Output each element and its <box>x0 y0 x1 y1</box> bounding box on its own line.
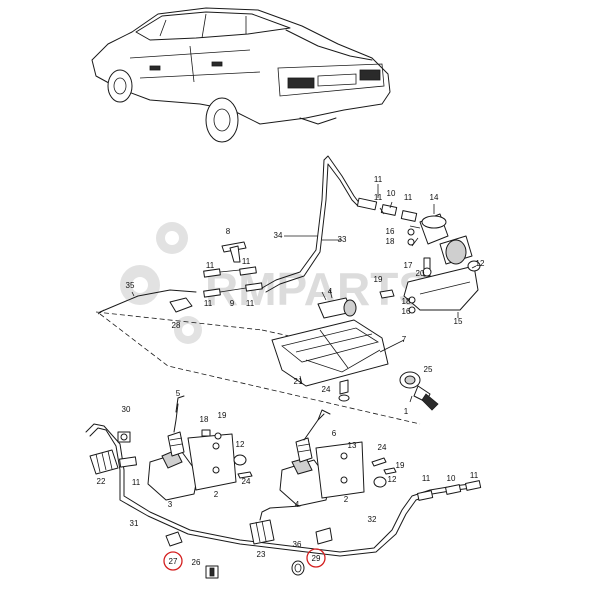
connector-group-9 <box>203 266 263 298</box>
label-16: 16 <box>386 227 395 236</box>
label-19: 19 <box>218 411 227 420</box>
leader-lines <box>131 184 477 403</box>
label-11: 11 <box>206 261 215 270</box>
label-29: 29 <box>312 554 321 563</box>
label-24: 24 <box>242 477 251 486</box>
rod-5 <box>175 395 185 413</box>
actuator-3 <box>147 403 199 501</box>
label-22: 22 <box>97 477 106 486</box>
t-piece-8 <box>221 241 247 263</box>
label-8: 8 <box>226 227 231 236</box>
label-25: 25 <box>424 365 433 374</box>
connector-chain-lower <box>417 480 482 501</box>
clamp-29 <box>315 527 333 545</box>
label-3: 3 <box>168 500 173 509</box>
label-14: 14 <box>430 193 439 202</box>
fasteners-lower-right <box>371 457 397 488</box>
bracket-15 <box>403 260 481 311</box>
label-35: 35 <box>126 281 135 290</box>
clip-26 <box>205 565 219 579</box>
label-6: 6 <box>332 429 337 438</box>
label-26: 26 <box>192 558 201 567</box>
plate-13 <box>315 441 365 499</box>
label-24: 24 <box>322 385 331 394</box>
label-13: 13 <box>348 441 357 450</box>
motor-4-upper <box>317 289 357 319</box>
highlight-ring-27 <box>163 551 183 571</box>
bellows-22 <box>89 449 137 475</box>
fasteners-right <box>379 228 432 314</box>
label-1: 1 <box>404 407 409 416</box>
highlighted-labels: 27 29 <box>163 548 326 571</box>
label-4: 4 <box>328 287 333 296</box>
label-27: 27 <box>169 557 178 566</box>
label-11: 11 <box>374 175 383 184</box>
label-11: 11 <box>470 471 479 480</box>
label-18: 18 <box>402 297 411 306</box>
label-16: 16 <box>402 307 411 316</box>
label-21: 21 <box>294 377 303 386</box>
label-11: 11 <box>204 299 213 308</box>
label-10: 10 <box>447 474 456 483</box>
label-36: 36 <box>293 540 302 549</box>
label-32: 32 <box>368 515 377 524</box>
lock-cylinder-1 <box>399 371 439 411</box>
screw-24-upper <box>338 379 350 402</box>
plate-2 <box>187 433 237 491</box>
label-23: 23 <box>257 550 266 559</box>
label-11: 11 <box>422 474 431 483</box>
label-17: 17 <box>404 261 413 270</box>
clamp-30 <box>117 431 131 443</box>
car-illustration <box>91 7 391 143</box>
part-labels: 11 10 11 11 14 16 18 12 17 20 19 18 16 1… <box>97 175 485 567</box>
label-11: 11 <box>246 299 255 308</box>
label-5: 5 <box>176 389 181 398</box>
label-12: 12 <box>476 259 485 268</box>
label-19: 19 <box>374 275 383 284</box>
actuator-4-lower <box>279 413 331 507</box>
label-18: 18 <box>200 415 209 424</box>
label-2: 2 <box>344 495 349 504</box>
label-11: 11 <box>404 193 413 202</box>
fasteners-lower-left <box>201 429 253 479</box>
connector-chain-top <box>356 197 418 222</box>
label-20: 20 <box>416 269 425 278</box>
grommet-36 <box>291 560 305 576</box>
label-11: 11 <box>374 193 383 202</box>
label-15: 15 <box>454 317 463 326</box>
label-12: 12 <box>388 475 397 484</box>
label-11: 11 <box>242 257 251 266</box>
label-24: 24 <box>378 443 387 452</box>
label-4: 4 <box>295 500 300 509</box>
hose-34 <box>261 155 361 289</box>
gear-icon <box>120 222 202 344</box>
hose-31-32 <box>85 423 471 553</box>
rod-6 <box>317 409 331 421</box>
label-9: 9 <box>230 299 235 308</box>
label-33: 33 <box>338 235 347 244</box>
label-2: 2 <box>214 490 219 499</box>
label-11: 11 <box>132 478 141 487</box>
clamp-27 <box>165 531 183 547</box>
watermark: RMPARTS <box>120 222 429 344</box>
bellows-23 <box>249 505 301 545</box>
label-30: 30 <box>122 405 131 414</box>
label-28: 28 <box>172 321 181 330</box>
label-18: 18 <box>386 237 395 246</box>
label-34: 34 <box>274 231 283 240</box>
label-19: 19 <box>396 461 405 470</box>
pump-14 <box>409 213 473 265</box>
highlight-ring-29 <box>306 548 326 568</box>
clip-28 <box>169 297 193 313</box>
tray-21 <box>271 319 389 387</box>
label-12: 12 <box>236 440 245 449</box>
cable-35 <box>99 289 197 313</box>
label-31: 31 <box>130 519 139 528</box>
label-10: 10 <box>387 189 396 198</box>
label-7: 7 <box>402 335 407 344</box>
